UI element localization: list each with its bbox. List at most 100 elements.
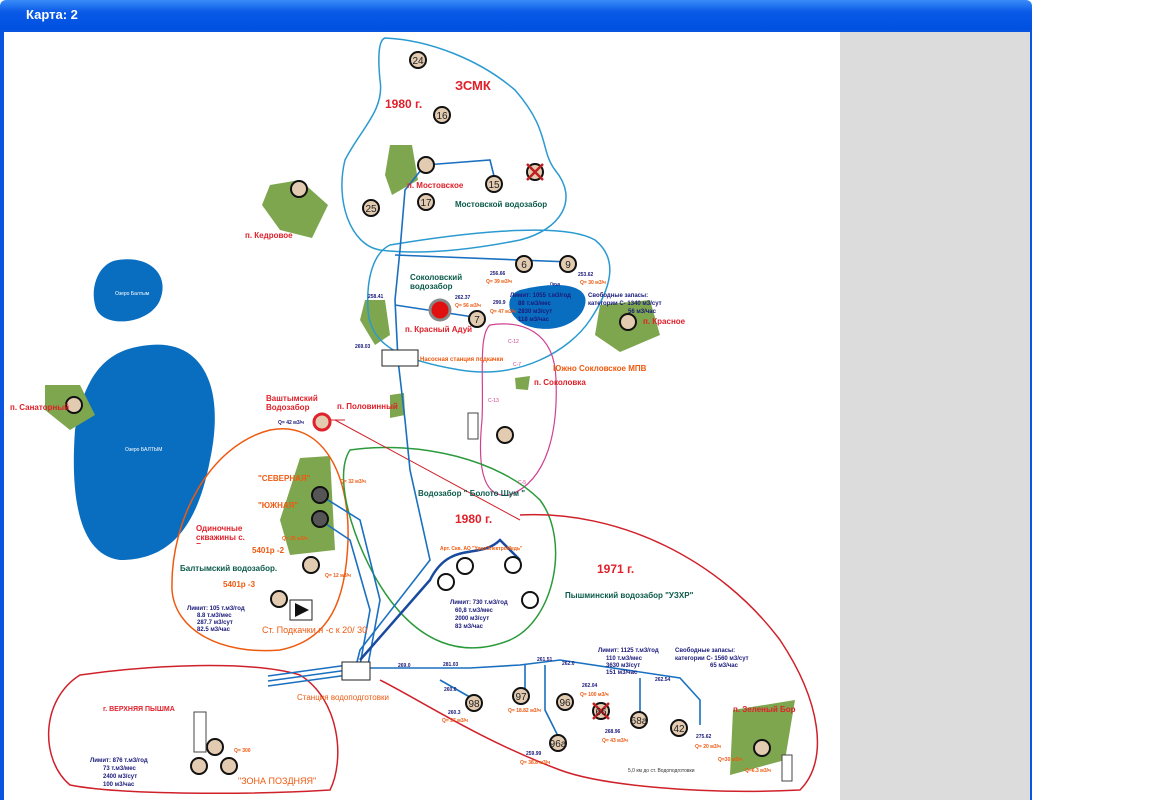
label-intake: Соколовский водозабор <box>410 273 463 291</box>
well-red-marker <box>428 298 452 322</box>
svg-text:Лимит: 730 т.м3/год: Лимит: 730 т.м3/год <box>450 600 508 606</box>
label-wells: Одиночные скважины с. Балтым <box>196 524 245 544</box>
water-tower-icon <box>467 412 479 440</box>
svg-text:Q=6.3 м3/ч: Q=6.3 м3/ч <box>745 768 771 774</box>
svg-text:269.0: 269.0 <box>398 663 411 669</box>
label-mpv: Южно Сокловское МПВ <box>553 364 647 373</box>
svg-text:275.62: 275.62 <box>696 734 712 740</box>
svg-text:Q= 300: Q= 300 <box>234 748 251 754</box>
label-pump: Насосная станция подкачки <box>420 357 504 363</box>
svg-text:269.03: 269.03 <box>355 344 371 350</box>
svg-text:25: 25 <box>365 204 377 215</box>
svg-text:Q= 12 м3/ч: Q= 12 м3/ч <box>325 573 351 579</box>
well-yuzhnaya <box>311 510 329 528</box>
forest <box>385 145 418 195</box>
svg-text:Q= 20 м3/ч: Q= 20 м3/ч <box>695 744 721 750</box>
label-treatment: Станция водоподготовки <box>297 693 389 702</box>
svg-text:2000 м3/сут: 2000 м3/сут <box>455 616 489 622</box>
svg-text:Лимит: 105 т.м3/год: Лимит: 105 т.м3/год <box>187 606 245 612</box>
svg-text:100 м3/час: 100 м3/час <box>103 782 135 788</box>
svg-text:6: 6 <box>521 260 527 271</box>
svg-text:98: 98 <box>468 699 480 710</box>
svg-text:Лимит: 876 т.м3/год: Лимит: 876 т.м3/год <box>90 758 148 764</box>
svg-text:Q= 30 м3/ч: Q= 30 м3/ч <box>580 280 606 286</box>
svg-text:262.37: 262.37 <box>455 295 471 301</box>
svg-text:88 т.м3/мес: 88 т.м3/мес <box>518 301 552 307</box>
forest <box>262 180 328 238</box>
svg-text:Q= 27 м3/ч: Q= 27 м3/ч <box>442 718 468 724</box>
svg-text:17: 17 <box>420 198 432 209</box>
svg-text:118 м3/час: 118 м3/час <box>518 317 550 323</box>
svg-text:256.66: 256.66 <box>490 271 506 277</box>
svg-text:56 м3/час: 56 м3/час <box>628 309 657 315</box>
svg-text:260.3: 260.3 <box>448 710 461 716</box>
zone-baltym <box>171 428 349 652</box>
lake-baltym <box>73 344 215 560</box>
label-village: п. Половинный <box>337 402 398 411</box>
label-village: п. Красный Адуй <box>405 325 472 334</box>
label-city: г. ВЕРХНЯЯ ПЫШМА <box>103 706 175 713</box>
svg-text:9: 9 <box>565 260 571 271</box>
label-intake: Водозабор " Болото Шум " <box>418 489 525 498</box>
label-lake: Озеро БАЛТЫМ <box>125 447 162 453</box>
label-booster: Ст. Подкачки н -с к 20/ 30 <box>262 625 367 635</box>
svg-text:287.7 м3/сут: 287.7 м3/сут <box>197 620 233 626</box>
well-vashtymsky <box>312 412 332 432</box>
label-well: "ЮЖНАЯ" <box>258 501 298 510</box>
svg-text:96а: 96а <box>550 739 567 750</box>
closed-well-icon <box>526 163 544 181</box>
svg-text:Q=30 м3/ч: Q=30 м3/ч <box>718 757 743 763</box>
window-titlebar: Карта: 2 <box>0 0 1032 30</box>
svg-text:Лимит: 1125 т.м3/год: Лимит: 1125 т.м3/год <box>598 648 659 654</box>
label-intake: Пышминский водозабор "УЗХР" <box>565 591 694 600</box>
svg-text:66: 66 <box>595 707 607 718</box>
label-wells-wrap: Одиночные скважины с. Балтым <box>196 524 245 544</box>
svg-text:7: 7 <box>474 315 480 326</box>
svg-text:категории С- 1340 м3/сут: категории С- 1340 м3/сут <box>588 301 662 307</box>
svg-text:60,8 т.м3/мес: 60,8 т.м3/мес <box>455 608 494 614</box>
label-intake: Ваштымский Водозабор <box>266 394 318 412</box>
link-line <box>320 419 521 521</box>
zone-south-sokolovskoe <box>479 323 557 496</box>
svg-text:Q= 43 м3/ч: Q= 43 м3/ч <box>602 738 628 744</box>
label-intake: Мостовской водозабор <box>455 200 547 209</box>
water-tower-icon <box>781 754 793 782</box>
svg-text:Свободные запасы:: Свободные запасы: <box>675 647 735 654</box>
well-severnaya <box>311 486 329 504</box>
svg-text:24: 24 <box>412 56 424 67</box>
prospect-labels: C-12C-7 C-13C-5 <box>488 339 526 486</box>
label-village: п. Кедровое <box>245 231 293 240</box>
svg-text:258.41: 258.41 <box>368 294 384 300</box>
side-panel <box>840 32 1030 800</box>
svg-text:8.8 т.м3/мес: 8.8 т.м3/мес <box>197 613 232 619</box>
svg-text:82.5 м3/час: 82.5 м3/час <box>197 627 231 633</box>
zone-pyshma <box>379 513 819 793</box>
treatment-station-icon <box>341 661 371 681</box>
label-village: п. Зеленый Бор <box>733 705 796 714</box>
svg-text:C-13: C-13 <box>488 398 499 404</box>
forest <box>280 456 335 555</box>
label-zsmk: ЗСМК <box>455 78 491 93</box>
svg-text:Q= 39 м3/ч: Q= 39 м3/ч <box>486 279 512 285</box>
well-group <box>65 51 771 775</box>
svg-text:15: 15 <box>488 180 500 191</box>
label-well: 5401р -3 <box>223 580 256 589</box>
svg-text:97: 97 <box>515 692 527 703</box>
art-wells <box>437 556 539 609</box>
label-year: 1980 г. <box>455 512 492 526</box>
svg-text:2400 м3/сут: 2400 м3/сут <box>103 774 137 780</box>
label-lake: Озеро Балтым <box>115 291 150 297</box>
svg-text:96: 96 <box>559 698 571 709</box>
svg-text:Q= 38.8 м3/ч: Q= 38.8 м3/ч <box>520 760 550 766</box>
pond <box>509 285 586 329</box>
window-title: Карта: 2 <box>26 7 78 22</box>
svg-text:C-12: C-12 <box>508 339 519 345</box>
svg-text:Q= 25 м3/ч: Q= 25 м3/ч <box>282 536 308 542</box>
svg-text:68а: 68а <box>631 716 648 727</box>
label-intake-wrap: Соколовский водозабор <box>410 273 463 291</box>
zone-boloto <box>342 446 557 649</box>
